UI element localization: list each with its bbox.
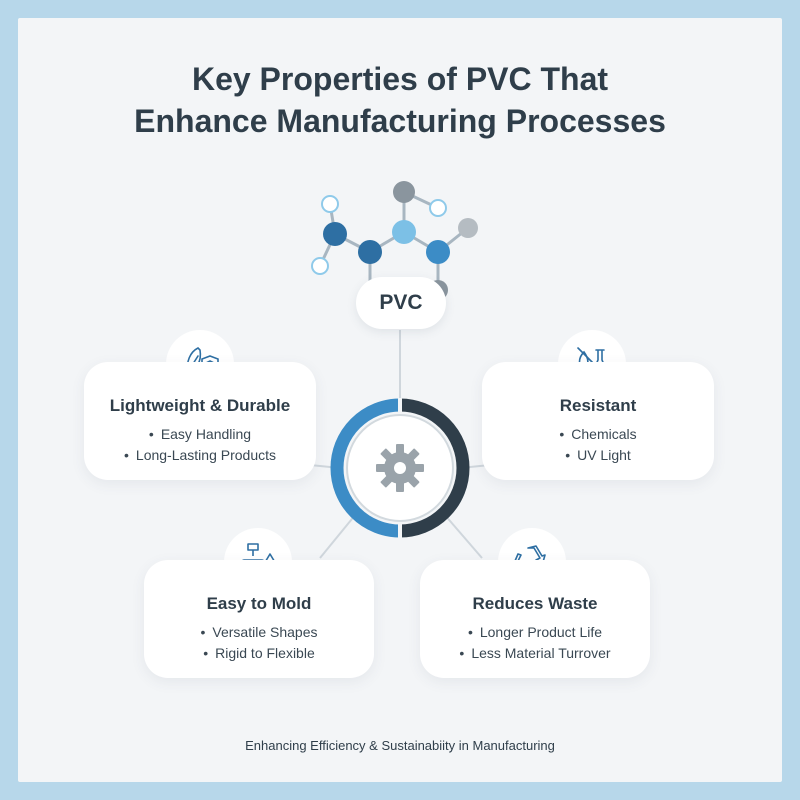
property-card-mold: Easy to Mold Versatile Shapes Rigid to F… (144, 560, 374, 678)
property-card-resistant: Resistant Chemicals UV Light (482, 362, 714, 480)
property-bullets: Versatile Shapes Rigid to Flexible (144, 622, 374, 664)
property-title: Lightweight & Durable (109, 396, 291, 415)
property-card-waste: Reduces Waste Longer Product Life Less M… (420, 560, 650, 678)
property-title: Resistant (559, 396, 637, 415)
property-bullets: Easy Handling Long-Lasting Products (84, 424, 316, 466)
title-line-2: Enhance Manufacturing Processes (134, 103, 666, 139)
pvc-center-label: PVC (356, 277, 446, 329)
bullet-item: Less Material Turrover (420, 643, 650, 664)
bullet-item: Easy Handling (84, 424, 316, 445)
property-bullets: Longer Product Life Less Material Turrov… (420, 622, 650, 664)
connector-bottom-left (319, 513, 357, 559)
bullet-item: Chemicals (482, 424, 714, 445)
page-title: Key Properties of PVC That Enhance Manuf… (0, 58, 800, 142)
footer-caption: Enhancing Efficiency & Sustainabiity in … (245, 738, 555, 753)
bullet-item: Rigid to Flexible (144, 643, 374, 664)
bullet-item: UV Light (482, 445, 714, 466)
bullet-item: Longer Product Life (420, 622, 650, 643)
property-title: Easy to Mold (206, 594, 312, 613)
center-hub (330, 398, 470, 538)
bullet-item: Long-Lasting Products (84, 445, 316, 466)
title-line-1: Key Properties of PVC That (191, 61, 609, 97)
bullet-item: Versatile Shapes (144, 622, 374, 643)
property-title: Reduces Waste (472, 594, 598, 613)
property-card-lightweight: Lightweight & Durable Easy Handling Long… (84, 362, 316, 480)
connector-bottom-right (443, 513, 483, 559)
gear-icon (376, 444, 424, 492)
property-bullets: Chemicals UV Light (482, 424, 714, 466)
